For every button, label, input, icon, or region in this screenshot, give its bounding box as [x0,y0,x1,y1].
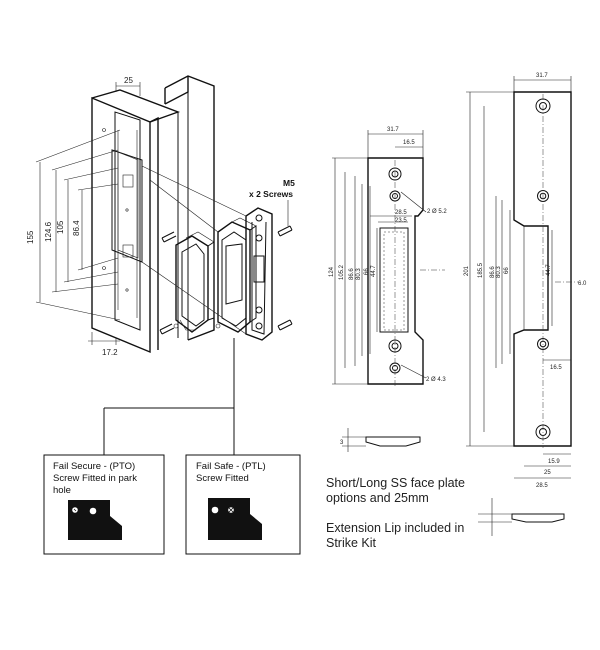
fail-safe-title-2: Screw Fitted [196,473,249,484]
note-extension-lip: Extension Lip included in Strike Kit [326,521,465,550]
dim-top-25: 25 [124,76,133,85]
sp-h-80-3: 80.3 [356,268,362,280]
sp-h-66: 66 [364,268,370,275]
option-connectors [103,338,235,455]
lp-h-201: 201 [464,265,470,276]
dim-124-6: 124.6 [44,221,53,242]
sp-hole-bottom: 2 Ø 4.3 [426,377,446,383]
note-plate-options: Short/Long SS face plate options and 25m… [326,476,465,505]
screw-label-count: x 2 Screws [249,189,293,199]
lp-w-25: 25 [544,470,551,476]
sp-hole-top: 2 Ø 5.2 [427,209,447,215]
dim-105: 105 [56,220,65,234]
fail-safe-title-1: Fail Safe - (PTL) [196,461,266,472]
lp-w-31-7: 31.7 [536,73,548,79]
lp-h-80-3: 80.3 [496,266,502,278]
lp-w-15-9: 15.9 [548,459,560,465]
dim-86-4: 86.4 [72,220,81,236]
fail-secure-title-2: Screw Fitted in park [53,473,137,484]
lp-h-86-6: 86.6 [490,266,496,278]
sp-h-105-2: 105.2 [339,264,345,280]
fail-safe-plate-icon [208,498,262,540]
lp-h-66: 66 [504,267,510,274]
fail-secure-title-1: Fail Secure - (PTO) [53,461,135,472]
sp-thickness: 3 [340,440,344,446]
fail-safe-box: Fail Safe - (PTL) Screw Fitted [185,454,301,555]
short-face-plate: 31.7 16.5 28.5 23.5 2 Ø 5.2 2 Ø 4.3 [329,127,447,452]
fail-secure-plate-icon [68,500,122,540]
lp-depth-6: 6.0 [578,281,587,287]
lp-w-28-5: 28.5 [536,483,548,489]
dim-bottom-17-2: 17.2 [102,348,118,357]
lp-h-185-5: 185.5 [478,262,484,278]
sp-h-44-7: 44.7 [371,265,377,277]
long-face-plate: 31.7 201 185.5 86.6 80.3 66 44.7 6.0 16.… [464,73,587,536]
screw-label-m5: M5 [283,178,295,188]
sp-w-16-5: 16.5 [403,140,415,146]
sp-h-86-6: 86.6 [349,268,355,280]
lp-h-44-7: 44.7 [546,264,552,276]
lp-w-16-5: 16.5 [550,365,562,371]
sp-w-31-7: 31.7 [387,127,399,133]
fail-secure-title-3: hole [53,485,71,496]
fail-secure-box: Fail Secure - (PTO) Screw Fitted in park… [43,454,165,555]
exploded-assembly: 25 155 124.6 105 86.4 17.2 [26,75,295,357]
sp-w-23-5: 23.5 [395,218,407,224]
dim-155: 155 [26,230,35,244]
sp-h-124: 124 [329,266,335,277]
sp-w-28-5: 28.5 [395,210,407,216]
